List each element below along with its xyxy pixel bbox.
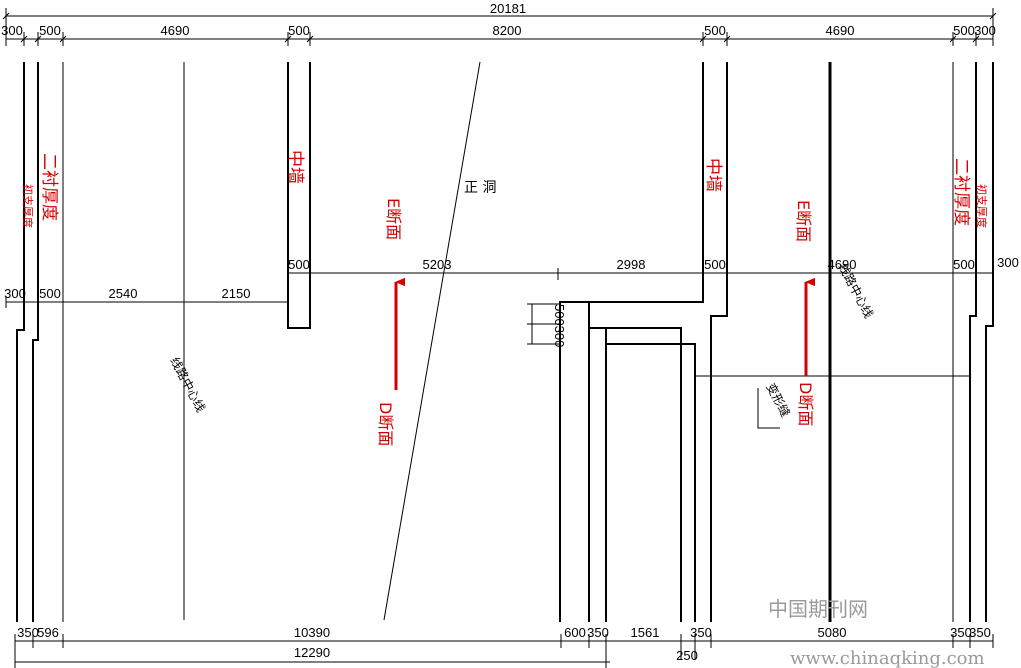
mid-dim-6: 500 <box>953 257 975 272</box>
bottom-dim-7: 350 <box>690 625 712 640</box>
main-tunnel-line <box>383 61 481 621</box>
bottom-dim-10: 350 <box>969 625 991 640</box>
bottom-dim-8: 5080 <box>818 625 847 640</box>
bottom-dimension-lines <box>14 634 994 668</box>
initial-support-label-right: 初支厚度 <box>975 184 989 228</box>
bottom-dim-4: 600 <box>564 625 586 640</box>
left-dim-1: 300 <box>4 286 26 301</box>
top-dim-5: 8200 <box>493 23 522 38</box>
deform-line-leader <box>757 388 780 429</box>
mid-dim-2: 5203 <box>423 257 452 272</box>
mid-dim-7: 300 <box>997 255 1019 270</box>
bottom-small-label: 250 <box>676 648 698 663</box>
mid-dim-5: 4690 <box>828 257 857 272</box>
section-e-left-label: E断面 <box>384 198 403 240</box>
watermark-cn: 中国期刊网 <box>768 597 868 621</box>
vertical-dim-label: 500300 <box>552 304 567 347</box>
top-dim-6: 500 <box>704 23 726 38</box>
overall-width-label: 20181 <box>490 1 526 16</box>
route-centerline-label-left: 线路中心线 <box>167 354 208 414</box>
main-tunnel-label: 正 洞 <box>464 180 496 196</box>
left-lining-lines <box>16 62 64 622</box>
left-dim-4: 2150 <box>222 286 251 301</box>
section-d-right-label: D断面 <box>796 382 815 426</box>
mid-dim-3: 2998 <box>617 257 646 272</box>
mid-dim-1: 500 <box>288 257 310 272</box>
top-dimension-lines <box>2 8 997 46</box>
bottom-dim-9: 350 <box>950 625 972 640</box>
left-dim-3: 2540 <box>109 286 138 301</box>
middle-wall-label-left: 中墙 <box>285 150 305 184</box>
central-structure <box>559 62 728 622</box>
initial-support-label-left: 初支厚度 <box>21 184 35 228</box>
section-d-left-label: D断面 <box>376 402 395 446</box>
top-dim-2: 500 <box>39 23 61 38</box>
left-middle-wall <box>287 62 311 329</box>
right-lining-lines <box>952 62 994 622</box>
bottom-dim-5: 350 <box>587 625 609 640</box>
mid-dim-4: 500 <box>704 257 726 272</box>
watermark-url: www.chinaqking.com <box>790 648 985 668</box>
bottom-dim-3: 10390 <box>294 625 330 640</box>
left-dim-2: 500 <box>39 286 61 301</box>
top-dim-3: 4690 <box>161 23 190 38</box>
top-dim-8: 500 <box>953 23 975 38</box>
deform-line-label: 变形缝 <box>763 380 793 419</box>
bottom-dim-6: 1561 <box>631 625 660 640</box>
top-dim-9: 300 <box>974 23 996 38</box>
bottom-dim-2: 596 <box>37 625 59 640</box>
top-dim-4: 500 <box>288 23 310 38</box>
top-dim-1: 300 <box>1 23 23 38</box>
secondary-lining-label-right: 二衬厚度 <box>951 158 971 226</box>
bottom-total-label: 12290 <box>294 645 330 660</box>
middle-wall-label-right: 中墙 <box>703 158 723 192</box>
bottom-dim-1: 350 <box>17 625 39 640</box>
section-e-right-label: E断面 <box>794 200 813 242</box>
secondary-lining-label-left: 二衬厚度 <box>39 153 59 221</box>
top-dim-7: 4690 <box>826 23 855 38</box>
